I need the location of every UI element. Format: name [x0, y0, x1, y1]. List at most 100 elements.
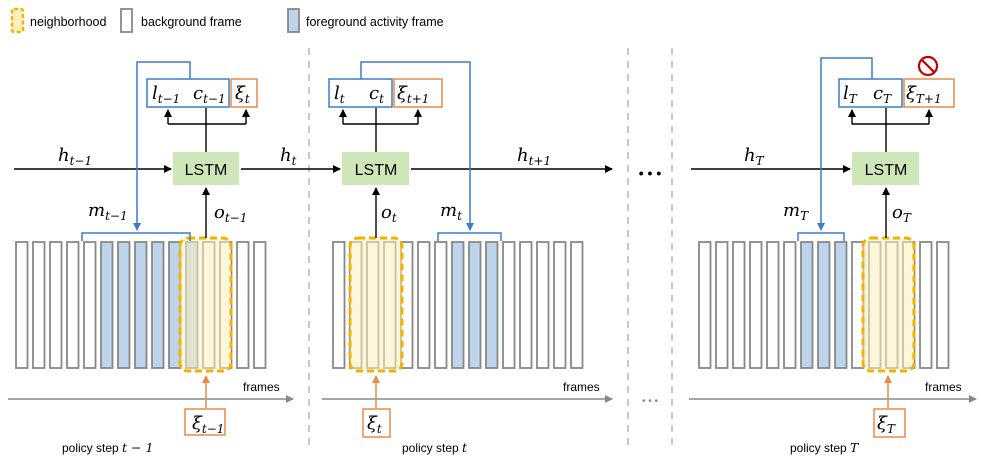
policy-step-label: policy step t − 1: [62, 440, 153, 455]
background-frame: [253, 241, 267, 369]
legend-background-swatch: [120, 8, 133, 33]
foreground-frame: [834, 241, 848, 369]
xi-input-box: [184, 408, 226, 436]
lstm-label: LSTM: [185, 162, 228, 179]
selected-frames-bracket: [81, 232, 191, 241]
selected-frames-bracket: [797, 232, 845, 241]
foreground-frame: [485, 241, 499, 369]
xi-output-label: ξt: [235, 83, 250, 106]
xi-input-box: [362, 408, 391, 438]
xi-output-label: ξt+1: [397, 83, 429, 106]
observation-label: oT: [892, 202, 912, 225]
panel-step-t-minus-1: frames ξt−1 policy step t − 1 ot−1 mt−1 …: [8, 61, 341, 455]
legend-neighborhood-swatch: [10, 7, 25, 34]
memory-feedback-arrow: [360, 61, 474, 231]
foreground-frame: [168, 241, 182, 369]
background-frame: [49, 241, 63, 369]
foreground-frame: [800, 241, 814, 369]
xi-output-box: [903, 78, 955, 108]
background-frame: [851, 241, 865, 369]
legend: neighborhood background frame foreground…: [10, 7, 444, 34]
state-box: [146, 78, 230, 108]
xi-output-box: [230, 78, 258, 108]
policy-step-label: policy step T: [790, 440, 860, 455]
lstm-label: LSTM: [355, 162, 398, 179]
background-frame: [919, 241, 933, 369]
lstm-cell: [173, 152, 239, 185]
lstm-label: LSTM: [865, 162, 908, 179]
xi-input-label: ξt−1: [192, 413, 224, 436]
legend-neighborhood-label: neighborhood: [30, 15, 107, 29]
policy-step-label: policy step t: [402, 440, 468, 455]
observation-label: ot: [381, 202, 397, 225]
background-frame: [553, 241, 567, 369]
background-frame: [749, 241, 763, 369]
background-frame: [15, 241, 29, 369]
panel-step-T: frames ξT policy step T oT mT LSTM hT lT…: [689, 55, 977, 455]
background-frame: [698, 241, 712, 369]
background-frame: [502, 241, 516, 369]
ellipsis-icon: • • •: [639, 165, 662, 181]
background-frame: [732, 241, 746, 369]
state-box: [838, 78, 903, 108]
hidden-state-out-label: ht+1: [517, 145, 551, 168]
lstm-cell: [852, 152, 919, 185]
foreground-frame: [151, 241, 165, 369]
background-frame: [536, 241, 550, 369]
background-frame: [400, 241, 414, 369]
hidden-state-in-label: hT: [744, 145, 765, 168]
frames-axis-label: frames: [563, 380, 600, 394]
foreground-frame: [451, 241, 465, 369]
frames-axis-label: frames: [243, 380, 280, 394]
hidden-state-out-label: ht: [280, 145, 297, 168]
legend-foreground-swatch: [287, 8, 300, 33]
background-frame: [66, 241, 80, 369]
state-l-label: lt−1: [152, 83, 180, 106]
frame-strip: [15, 241, 267, 369]
foreground-frame: [117, 241, 131, 369]
background-frame: [236, 241, 250, 369]
state-l-label: lt: [334, 83, 345, 106]
neighborhood-box: [348, 236, 404, 373]
background-frame: [83, 241, 97, 369]
state-l-label: lT: [843, 83, 858, 106]
foreground-frame: [134, 241, 148, 369]
background-frame: [32, 241, 46, 369]
xi-output-box: [393, 78, 443, 108]
background-frame: [783, 241, 797, 369]
foreground-frame: [468, 241, 482, 369]
state-c-label: ct: [369, 83, 384, 106]
background-frame: [766, 241, 780, 369]
background-frame: [715, 241, 729, 369]
xi-input-box: [873, 408, 906, 438]
foreground-frame: [817, 241, 831, 369]
foreground-frame: [100, 241, 114, 369]
frames-axis-label: frames: [925, 380, 962, 394]
hidden-state-in-label: ht−1: [58, 145, 92, 168]
background-frame: [936, 241, 950, 369]
prohibited-sign-icon: [917, 55, 939, 77]
neighborhood-box: [178, 236, 233, 373]
memory-feedback-arrow: [817, 57, 873, 231]
selected-frames-bracket: [437, 232, 502, 241]
state-c-label: cT: [873, 83, 892, 106]
neighborhood-box: [861, 236, 916, 373]
state-c-label: ct−1: [193, 83, 226, 106]
xi-input-label: ξT: [877, 413, 896, 436]
memory-feedback-arrow: [133, 61, 191, 231]
background-frame: [519, 241, 533, 369]
ellipsis-icon: • • •: [642, 396, 659, 407]
background-frame: [570, 241, 584, 369]
xi-input-label: ξt: [367, 413, 382, 436]
panel-step-t: frames ξt policy step t ot mt LSTM ht+1 …: [322, 61, 613, 455]
legend-background-label: background frame: [141, 15, 242, 29]
observation-label: ot−1: [214, 202, 247, 225]
background-frame: [434, 241, 448, 369]
memory-label: mt−1: [88, 200, 128, 223]
memory-label: mt: [440, 200, 462, 223]
xi-output-label: ξT+1: [906, 83, 942, 106]
legend-foreground-label: foreground activity frame: [306, 15, 444, 29]
background-frame: [417, 241, 431, 369]
memory-label: mT: [783, 200, 809, 223]
